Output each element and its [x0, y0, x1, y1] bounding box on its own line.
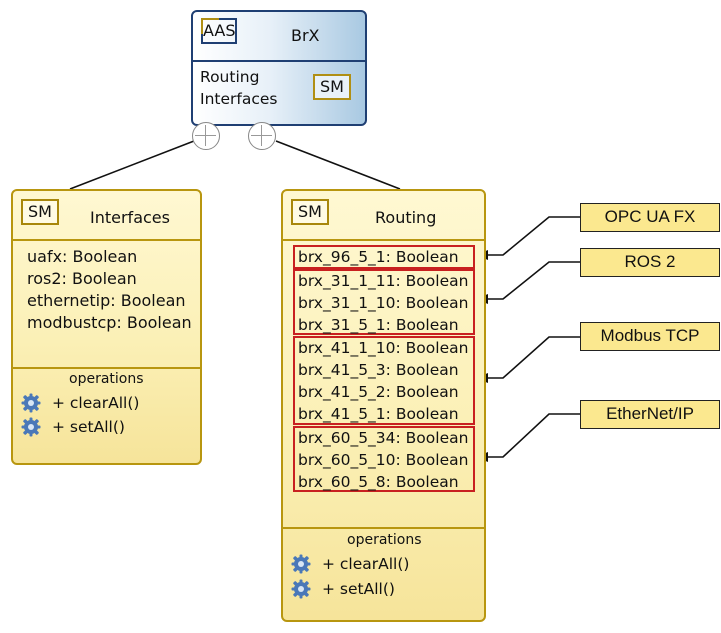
interfaces-attribute: uafx: Boolean: [27, 247, 138, 266]
aas-sm-tag: SM: [313, 74, 351, 100]
composition-line-interfaces: [69, 140, 195, 190]
group-ros2[interactable]: brx_31_1_11: Boolean brx_31_1_10: Boolea…: [293, 269, 475, 335]
interfaces-operation-setall[interactable]: + setAll(): [21, 417, 125, 437]
port-circle-right: [248, 122, 276, 150]
routing-attribute: brx_60_5_10: Boolean: [298, 451, 469, 469]
gear-icon: [21, 417, 41, 437]
routing-attribute: brx_96_5_1: Boolean: [298, 248, 459, 266]
routing-attribute: brx_31_5_1: Boolean: [298, 316, 459, 334]
arrow-ethernetip: [476, 413, 580, 462]
routing-sm-tag: SM: [291, 199, 329, 225]
arrow-modbustcp: [476, 336, 580, 383]
routing-divider-2: [283, 527, 484, 529]
aas-title: BrX: [291, 26, 320, 45]
routing-attribute: brx_31_1_10: Boolean: [298, 294, 469, 312]
gear-icon: [291, 579, 311, 599]
aas-tag: AAS: [201, 18, 237, 44]
interfaces-attribute: ethernetip: Boolean: [27, 291, 186, 310]
routing-attribute: brx_41_5_3: Boolean: [298, 361, 459, 379]
label-modbustcp[interactable]: Modbus TCP: [580, 322, 720, 351]
interfaces-operations-label: operations: [69, 371, 144, 387]
group-modbustcp[interactable]: brx_41_1_10: Boolean brx_41_5_3: Boolean…: [293, 336, 475, 425]
aas-submodel-routing: Routing: [200, 68, 260, 86]
routing-submodel-box[interactable]: SM Routing brx_96_5_1: Boolean brx_31_1_…: [281, 189, 486, 622]
routing-operations-label: operations: [347, 532, 422, 548]
routing-attribute: brx_31_1_11: Boolean: [298, 272, 469, 290]
aas-submodel-interfaces: Interfaces: [200, 90, 278, 108]
operation-label: + clearAll(): [52, 394, 140, 412]
interfaces-submodel-box[interactable]: SM Interfaces uafx: Boolean ros2: Boolea…: [11, 189, 202, 465]
label-opcuafx[interactable]: OPC UA FX: [580, 203, 720, 232]
interfaces-attribute: modbustcp: Boolean: [27, 313, 192, 332]
port-circle-left: [192, 122, 220, 150]
gear-icon: [291, 554, 311, 574]
routing-attribute: brx_60_5_8: Boolean: [298, 473, 459, 491]
routing-divider-1: [283, 239, 484, 241]
operation-label: + setAll(): [52, 418, 125, 436]
composition-line-routing: [275, 140, 401, 190]
operation-label: + setAll(): [322, 580, 395, 598]
routing-attribute: brx_41_1_10: Boolean: [298, 339, 469, 357]
routing-attribute: brx_41_5_2: Boolean: [298, 383, 459, 401]
interfaces-attribute: ros2: Boolean: [27, 269, 137, 288]
interfaces-divider-1: [13, 239, 200, 241]
interfaces-title: Interfaces: [90, 208, 170, 227]
operation-label: + clearAll(): [322, 555, 410, 573]
interfaces-divider-2: [13, 367, 200, 369]
group-ethernetip[interactable]: brx_60_5_34: Boolean brx_60_5_10: Boolea…: [293, 426, 475, 492]
label-ros2[interactable]: ROS 2: [580, 248, 720, 277]
routing-attribute: brx_41_5_1: Boolean: [298, 405, 459, 423]
routing-operation-setall[interactable]: + setAll(): [291, 579, 395, 599]
aas-divider: [193, 60, 365, 62]
routing-title: Routing: [375, 208, 437, 227]
arrow-opcuafx: [476, 216, 580, 260]
group-opcuafx[interactable]: brx_96_5_1: Boolean: [293, 245, 475, 269]
gear-icon: [21, 393, 41, 413]
interfaces-operation-clearall[interactable]: + clearAll(): [21, 393, 139, 413]
aas-brx-block[interactable]: AAS BrX Routing Interfaces SM: [191, 10, 367, 126]
routing-attribute: brx_60_5_34: Boolean: [298, 429, 469, 447]
routing-operation-clearall[interactable]: + clearAll(): [291, 554, 409, 574]
label-ethernetip[interactable]: EtherNet/IP: [580, 400, 720, 429]
aas-submodel-list: Routing Interfaces: [200, 66, 277, 110]
arrow-ros2: [476, 261, 580, 304]
interfaces-sm-tag: SM: [21, 199, 59, 225]
